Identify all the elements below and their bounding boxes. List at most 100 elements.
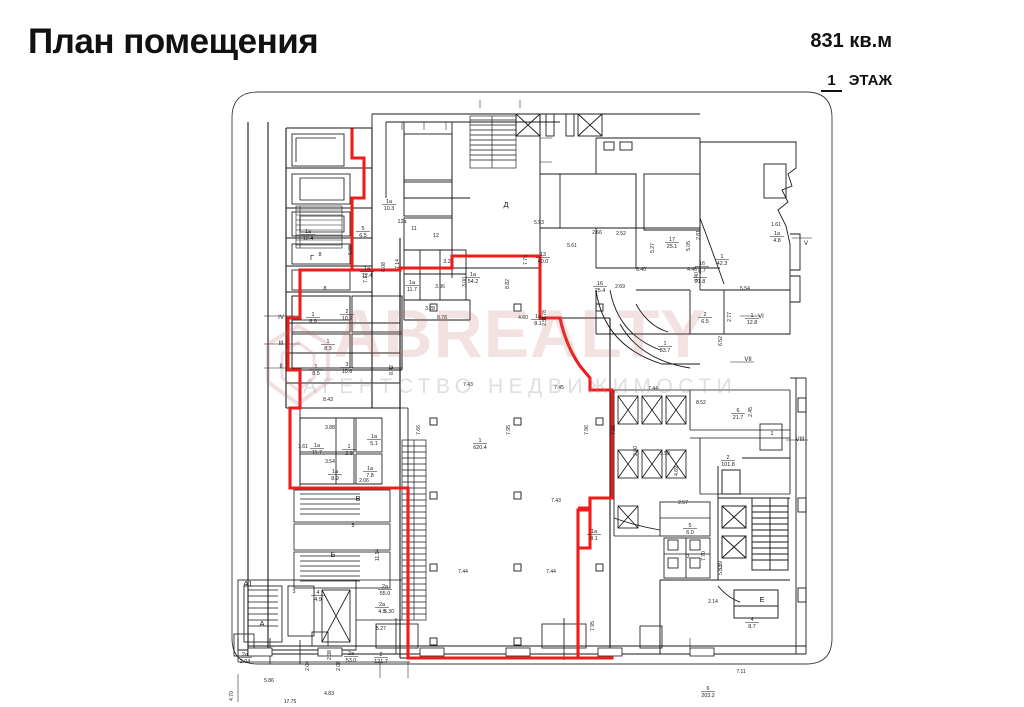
room-number: 7 [699, 272, 702, 278]
bottom-window-markers [247, 647, 715, 657]
dimension-horizontal: 6.40 [636, 267, 646, 273]
dimension-vertical: 7.17 [363, 273, 369, 283]
room-number: 4 [317, 590, 320, 596]
dimension-horizontal: 5.54 [740, 286, 750, 292]
room-number: 5 [362, 226, 365, 232]
horizontal-dimension-group: 6.132.306.146.147.0617.754.835.865.275.3… [264, 220, 781, 705]
room-number: 1а [386, 199, 392, 205]
room-label: 5 [352, 523, 355, 529]
room-area: 25.4 [595, 288, 606, 294]
wall-lines-upper-left [291, 133, 351, 321]
room-label: 1а8.9 [328, 469, 342, 482]
dimension-vertical: 3.00 [462, 277, 468, 287]
dimension-vertical: 5.27 [650, 243, 656, 253]
room-area: 8.1 [590, 536, 598, 542]
dimension-vertical: 4.70 [229, 691, 235, 701]
room-label: 8 [319, 252, 322, 258]
dimension-vertical: 2.51 [542, 316, 548, 326]
dimension-horizontal: 5.53 [534, 220, 544, 226]
section-marker: IV [278, 315, 284, 321]
room-label: 168.7 [695, 261, 709, 274]
roman-marker-group: IVIIIIIVVIVIIVIIII [278, 241, 808, 443]
room-area: 21.8 [695, 279, 706, 285]
dimension-vertical: 2.08 [336, 661, 342, 671]
room-number: 12 [433, 233, 439, 239]
room-label: 3 [293, 589, 296, 595]
room-label: 3 [687, 554, 690, 560]
room-number: 8 [319, 252, 322, 258]
room-area: 12.8 [747, 320, 758, 326]
plan-svg: 1620.41а54.21340.01а8.11725.1721.81625.4… [229, 91, 833, 705]
room-number: 1а [332, 469, 338, 475]
floor-number: 1 [821, 72, 842, 92]
room-number: 1а [314, 443, 320, 449]
room-number: 1 [664, 341, 667, 347]
room-number: 1а [774, 231, 780, 237]
room-label: 18.5 [309, 364, 323, 377]
room-number: 1 [312, 312, 315, 318]
dimension-vertical: 5.05 [686, 241, 692, 251]
room-label: 8 [324, 286, 327, 292]
dimension-vertical: 3.40 [694, 272, 700, 282]
room-number: 1 [751, 313, 754, 319]
room-area: 6.0 [686, 530, 694, 536]
dimension-horizontal: 7.43 [463, 382, 473, 388]
stairwell-label: А1 [243, 579, 252, 588]
room-number: 1а [535, 314, 541, 320]
room-area: 8.9 [331, 476, 339, 482]
room-label: 2а2.04 [238, 652, 252, 665]
stair-top-center [469, 115, 517, 169]
dimension-vertical: 2.77 [727, 312, 733, 322]
room-number: 6 [707, 686, 710, 692]
dimension-vertical: 2.45 [748, 407, 754, 417]
total-area-label: 831 кв.м [810, 30, 892, 52]
room-number: 16 [699, 261, 705, 267]
dimension-horizontal: 7.44 [648, 386, 658, 392]
dimension-horizontal: 5.30 [384, 609, 394, 615]
room-area: 12.4 [362, 273, 373, 279]
building-outline [231, 91, 833, 665]
dimension-vertical: 2.81 [696, 230, 702, 240]
room-label: 56.5 [356, 226, 370, 239]
room-area: 25.1 [667, 244, 678, 250]
room-number: 3 [346, 362, 349, 368]
room-number: 1 [771, 431, 774, 437]
dimension-horizontal: 4.46 [687, 267, 697, 273]
room-number: 3.2 [443, 259, 451, 265]
room-area: 8.7 [698, 268, 706, 274]
room-label: 1а8.1 [587, 529, 601, 542]
floor-word: ЭТАЖ [848, 72, 892, 89]
room-number: 3 [687, 554, 690, 560]
room-area: 40.0 [538, 259, 549, 265]
room-number: 6 [737, 408, 740, 414]
room-area: 21.7 [733, 415, 744, 421]
room-area: 6.5 [701, 319, 709, 325]
room-label: 1 [771, 431, 774, 437]
room-number: 4 [751, 617, 754, 623]
stairwell-label: Д [503, 200, 508, 209]
room-area: 42.3 [717, 261, 728, 267]
dimension-vertical: 8.82 [505, 279, 511, 289]
room-label: 44.9 [311, 590, 325, 603]
room-number: 17 [669, 237, 675, 243]
room-number: 1 [315, 364, 318, 370]
room-area: 8.5 [312, 371, 320, 377]
room-label: 18.9 [306, 312, 320, 325]
dimension-vertical: 7.95 [611, 425, 617, 435]
dimension-horizontal: 7.45 [554, 385, 564, 391]
section-marker: III [278, 341, 283, 347]
dimension-horizontal: 2.57 [678, 500, 688, 506]
room-label-group: 1620.41а54.21340.01а8.11725.1721.81625.4… [238, 199, 784, 699]
section-marker: VIII [795, 437, 804, 443]
room-number: 2 [727, 455, 730, 461]
stairwell-label: Б [331, 550, 336, 559]
dimension-vertical: 5.33 [718, 565, 724, 575]
section-marker: VII [744, 357, 752, 363]
